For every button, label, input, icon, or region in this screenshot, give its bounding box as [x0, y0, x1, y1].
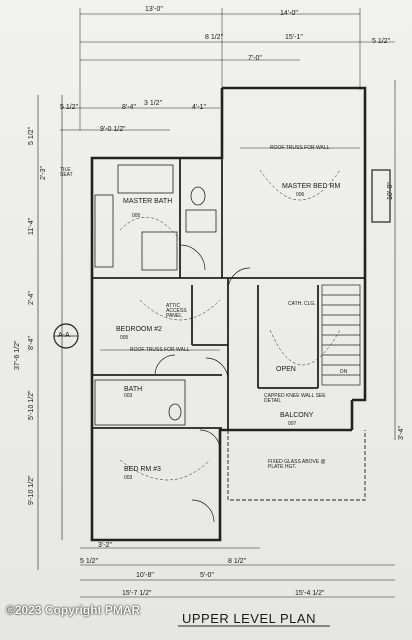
note-roof-truss-1: ROOF TRUSS FOR WALL — [270, 145, 330, 151]
dim-left2: 2'-3" — [40, 166, 47, 180]
dim-bot3: 5'-0" — [200, 572, 214, 579]
bath-fixtures — [94, 164, 217, 426]
dim-d2: 15'-1" — [285, 34, 303, 41]
electrical-wiring — [119, 169, 341, 481]
dim-bot4: 15'-7 1/2" — [122, 590, 152, 597]
note-dn: DN — [340, 369, 348, 375]
dim-left6: 8'-4" — [28, 336, 35, 350]
dim-d4: 7'-0" — [248, 55, 262, 62]
room-bath-num: 003 — [124, 393, 133, 399]
interior-walls — [92, 158, 365, 430]
room-bed3: BED RM #3 — [124, 466, 161, 473]
room-cath-clg: CATH. CLG. — [288, 301, 316, 307]
section-label: A-A — [58, 332, 70, 339]
room-bath: BATH — [124, 386, 143, 393]
copyright-watermark: ©2023 Copyright PMAR — [6, 603, 141, 617]
dim-d8: 4'-1" — [192, 104, 206, 111]
dim-d3: 5 1/2" — [372, 38, 391, 45]
room-master-bed: MASTER BED RM — [282, 183, 341, 190]
dim-left8: 9'-10 1/2" — [28, 475, 35, 505]
room-master-bed-num: 006 — [296, 192, 305, 198]
room-balcony: BALCONY — [280, 412, 314, 419]
dim-left5: 37'-6 1/2" — [14, 340, 21, 370]
note-attic: ATTIC ACCESS PANEL — [166, 303, 187, 319]
dim-bot1: 3'-2" — [98, 542, 112, 549]
stairs — [321, 284, 361, 386]
dim-right2: 3'-4" — [398, 426, 405, 440]
dim-bot7: 8 1/2" — [228, 558, 247, 565]
dim-d1: 8 1/2" — [205, 34, 224, 41]
dim-left4: 2'-4" — [28, 291, 35, 305]
note-roof-truss-2: ROOF TRUSS FOR WALL — [130, 347, 190, 353]
door-swings — [154, 244, 251, 523]
note-capped-knee-wall: CAPPED KNEE WALL SEE DETAIL — [264, 393, 326, 404]
dim-bot2: 10'-8" — [136, 572, 154, 579]
dim-bot5: 15'-4 1/2" — [295, 590, 325, 597]
room-open: OPEN — [276, 366, 296, 373]
note-fixed-glass: FIXED GLASS ABOVE @ PLATE HGT. — [268, 459, 326, 470]
plan-title: UPPER LEVEL PLAN — [182, 611, 316, 626]
room-master-bath: MASTER BATH — [123, 198, 173, 205]
note-tile-seat: TILE SEAT — [60, 167, 73, 178]
room-bedroom2: BEDROOM #2 — [116, 326, 162, 333]
dim-d5: 5 1/2" — [60, 104, 79, 111]
dim-d9: 9'-0 1/2" — [100, 126, 126, 133]
dim-d6: 8'-4" — [122, 104, 136, 111]
dim-left1: 5 1/2" — [28, 126, 35, 145]
dim-bot6: 5 1/2" — [80, 558, 99, 565]
bay-window — [371, 169, 391, 223]
room-bedroom2-num: 005 — [120, 335, 129, 341]
dim-top-right: 14'-0" — [280, 10, 298, 17]
room-master-bath-num: 005 — [132, 213, 141, 219]
dim-top-left: 13'-0" — [145, 6, 163, 13]
balcony-rail — [227, 430, 366, 501]
dim-left7: 5'-10 1/2" — [28, 390, 35, 420]
dim-right1: 10'-0" — [387, 182, 394, 200]
dim-d7: 3 1/2" — [144, 100, 163, 107]
room-balcony-num: 007 — [288, 421, 297, 427]
room-bed3-num: 003 — [124, 475, 133, 481]
dim-left3: 11'-4" — [28, 217, 35, 235]
